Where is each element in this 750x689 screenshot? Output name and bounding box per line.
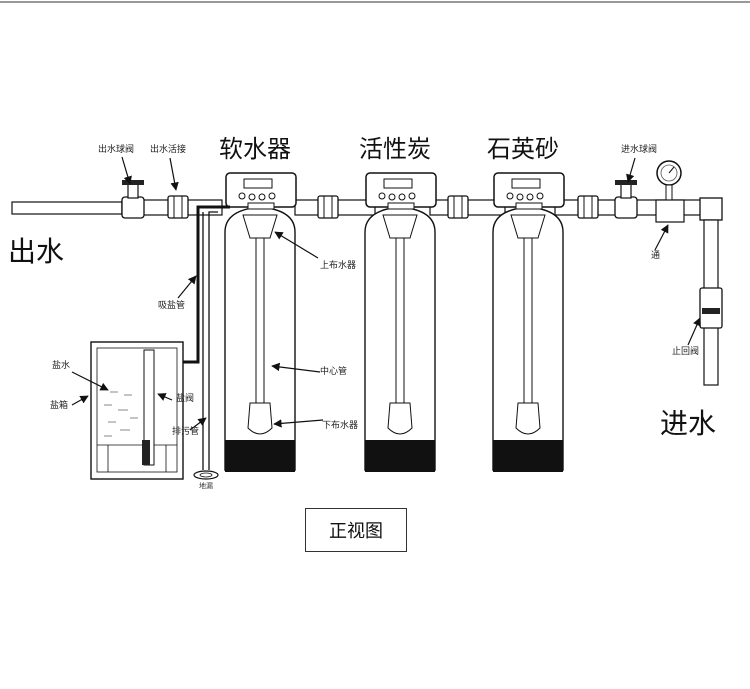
label-suction-pipe: 吸盐管 (158, 301, 186, 311)
label-lower-distributor: 下布水器 (322, 421, 359, 431)
union-1 (317, 195, 339, 219)
drain-pipe (208, 211, 218, 470)
quartz-control-valve (493, 172, 565, 210)
label-inlet-ball-valve: 进水球阀 (621, 145, 658, 155)
heading-quartz: 石英砂 (487, 135, 559, 163)
check-valve (699, 287, 723, 329)
inlet-ball-valve (614, 180, 638, 219)
outlet-ball-valve (121, 180, 145, 219)
carbon-control-valve (365, 172, 437, 210)
label-upper-distributor: 上布水器 (320, 261, 357, 271)
label-drain-pipe: 排污管 (172, 427, 200, 437)
heading-carbon: 活性炭 (359, 135, 431, 163)
label-salt-valve: 盐阀 (176, 394, 195, 404)
main-pipe (11, 199, 716, 216)
label-outlet-ball-valve: 出水球阀 (98, 145, 135, 155)
callout-arrows (71, 156, 701, 431)
softener-tank (224, 206, 296, 472)
union-3 (577, 195, 599, 219)
quartz-tank (492, 206, 564, 472)
label-outlet-union: 出水活接 (150, 145, 187, 155)
carbon-tank (364, 206, 436, 472)
label-floor-drain: 地漏 (199, 482, 213, 490)
heading-softener: 软水器 (219, 135, 291, 163)
floor-drain (193, 470, 219, 480)
label-inlet: 进水 (660, 407, 717, 440)
label-center-pipe: 中心管 (320, 367, 348, 377)
outlet-union (167, 195, 189, 219)
label-outlet: 出水 (8, 235, 65, 268)
caption-text: 正视图 (329, 521, 383, 542)
label-salt-water: 盐水 (52, 361, 71, 371)
union-2 (447, 195, 469, 219)
caption-front-view: 正视图 (305, 508, 407, 552)
softener-control-valve (225, 172, 297, 210)
pressure-gauge (655, 160, 685, 223)
label-salt-tank: 盐箱 (50, 401, 69, 411)
salt-tank (90, 341, 184, 480)
label-check-valve: 止回阀 (672, 347, 700, 357)
label-bypass: 通 (651, 251, 661, 261)
